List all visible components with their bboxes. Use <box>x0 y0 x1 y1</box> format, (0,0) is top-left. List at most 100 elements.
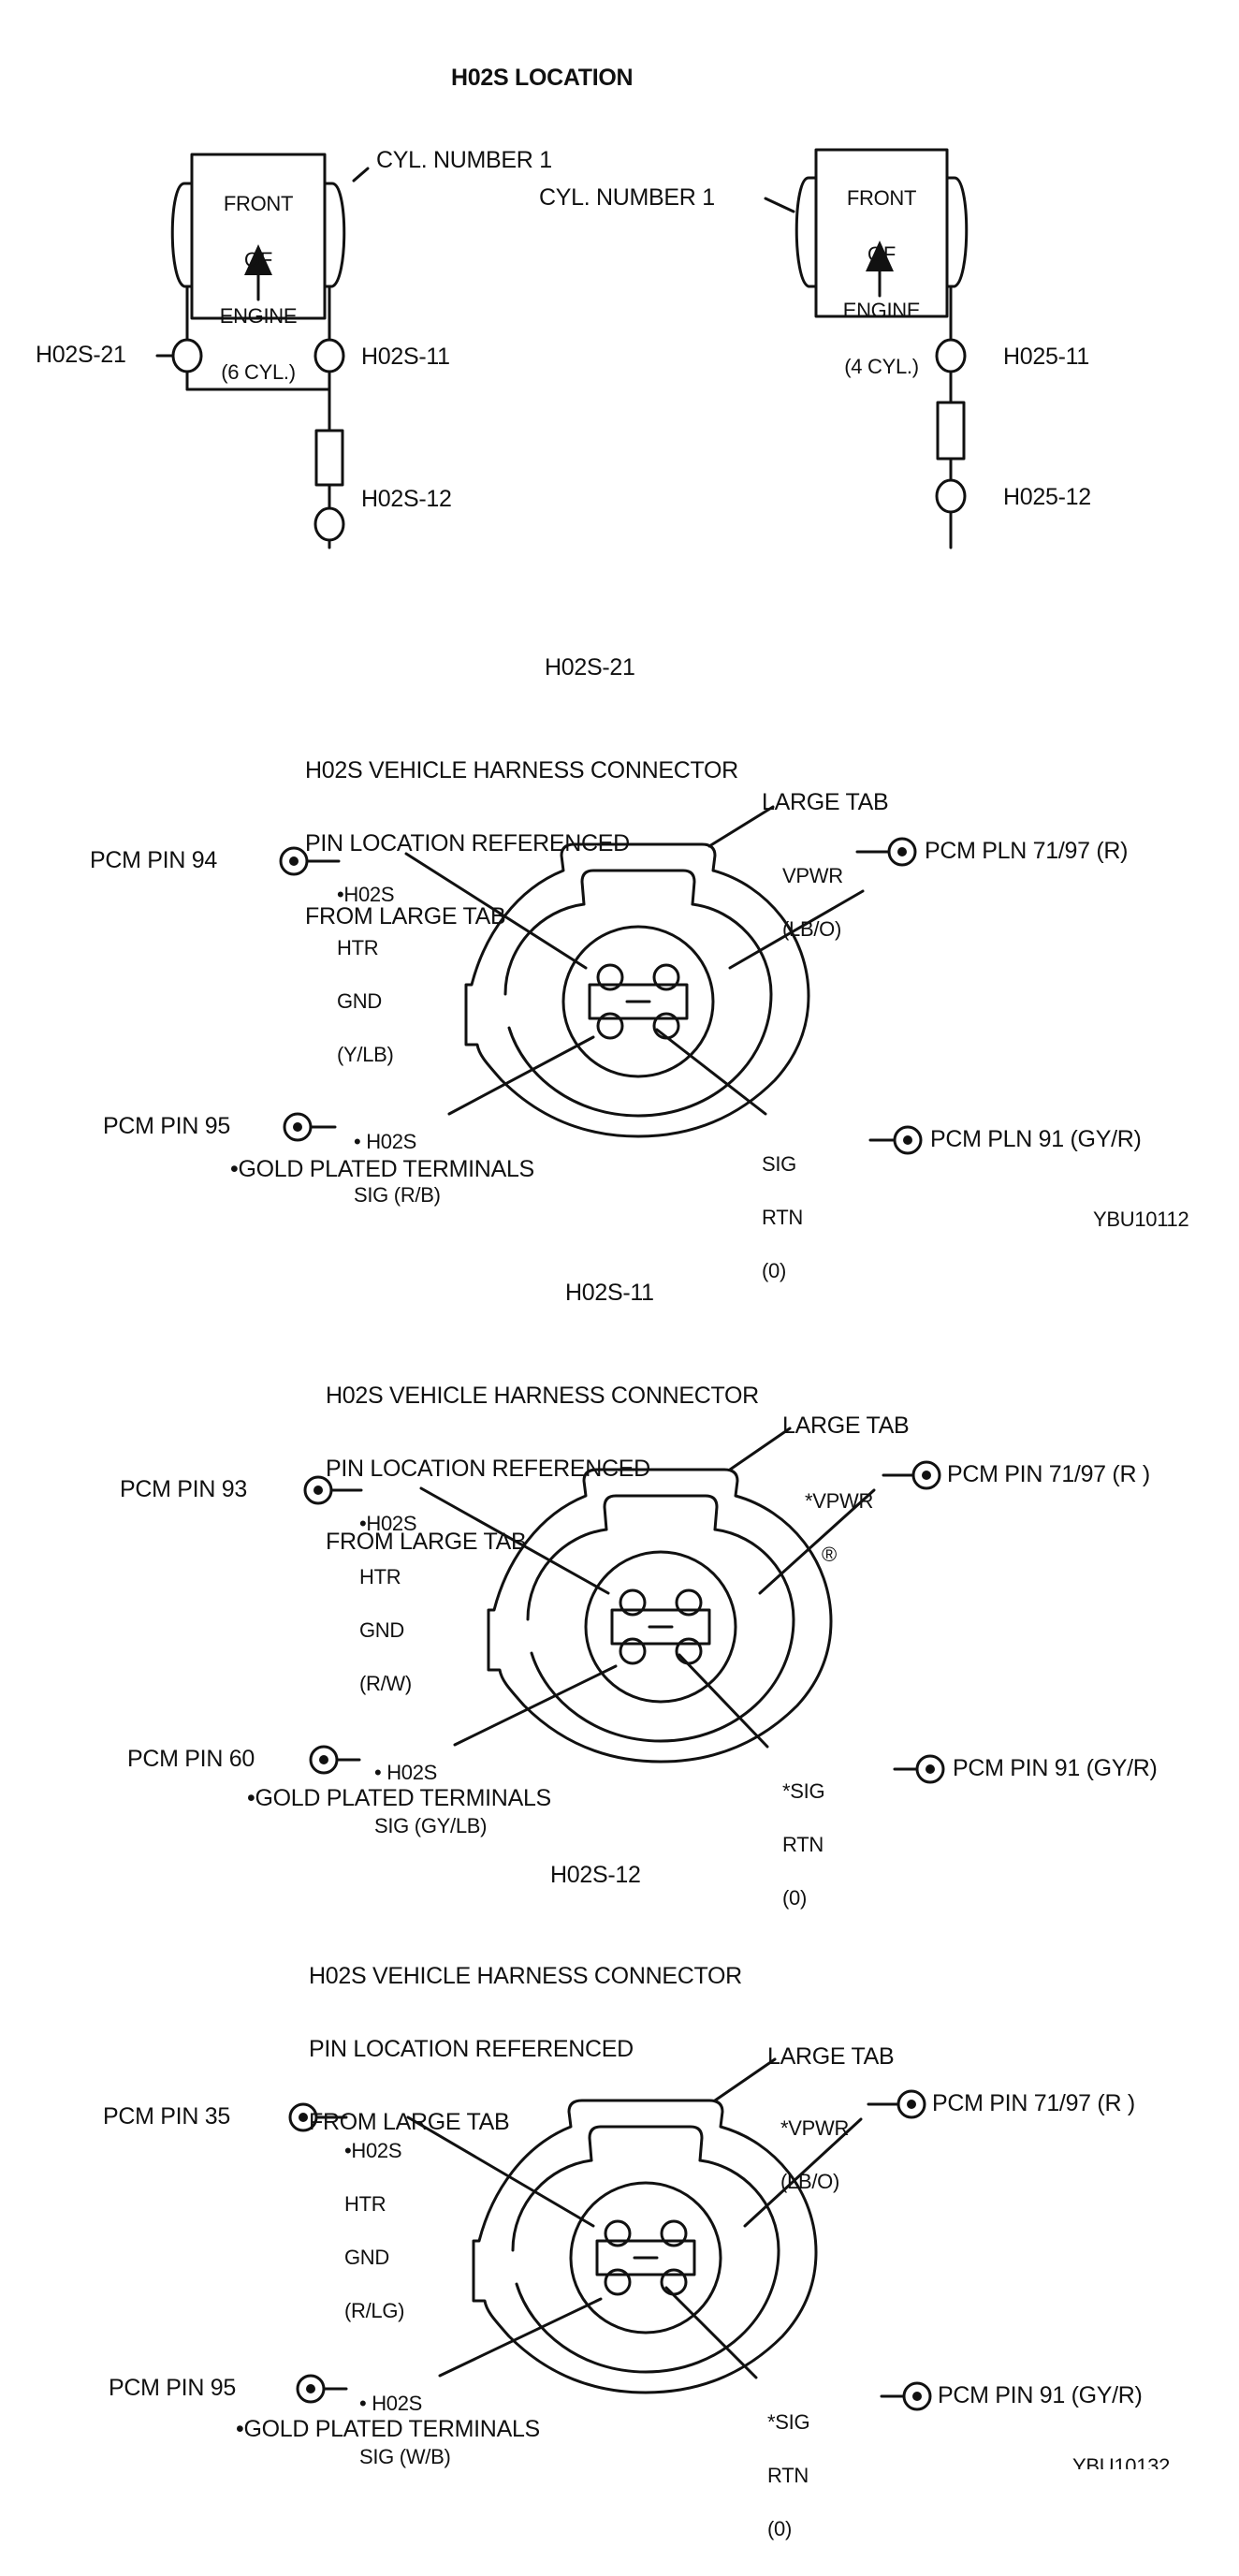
right-sensor-label-11: H025-11 <box>1003 344 1089 370</box>
connector-1-htr-label-line-4: (Y/LB) <box>337 1043 394 1066</box>
left-box-line-1: FRONT <box>223 192 294 215</box>
connector-1-rtn-pcm-pin: PCM PLN 91 (GY/R) <box>930 1126 1142 1152</box>
connector-3-htr-label-line-2: HTR <box>344 2192 386 2216</box>
connector-1-rtn-label: SIG RTN (0) <box>762 1120 803 1315</box>
connector-2-vpwr-label: *VPWR ® <box>805 1456 873 1599</box>
connector-1-header-line-2: PIN LOCATION REFERENCED <box>305 830 630 856</box>
connector-drawing-h02s-12 <box>288 2057 932 2411</box>
connector-3-large-tab-label: LARGE TAB <box>767 2043 895 2070</box>
connector-3-htr-label: •H02S HTR GND (R/LG) <box>344 2106 405 2355</box>
connector-3-htr-pcm-pin: PCM PIN 35 <box>103 2103 230 2130</box>
connector-3-header: H02S VEHICLE HARNESS CONNECTOR PIN LOCAT… <box>309 1915 742 2183</box>
right-box-line-2: OF <box>867 242 896 266</box>
left-cyl-label: CYL. NUMBER 1 <box>376 147 552 173</box>
location-right-engine-drawing <box>764 148 969 549</box>
connector-3-htr-label-line-3: GND <box>344 2246 389 2269</box>
right-sensor-label-12: H025-12 <box>1003 484 1091 510</box>
connector-3-figure-id: YBU10132 <box>1072 2454 1171 2469</box>
right-box-line-4: (4 CYL.) <box>844 355 919 378</box>
connector-1-rtn-label-line-1: SIG <box>762 1152 796 1176</box>
connector-3-rtn-label-line-2: RTN <box>767 2464 809 2487</box>
connector-1-sig-label: • H02S SIG (R/B) <box>354 1097 441 1239</box>
connector-1-header-line-1: H02S VEHICLE HARNESS CONNECTOR <box>305 757 738 783</box>
connector-2-rtn-label-line-2: RTN <box>782 1833 824 1856</box>
connector-2-sig-label: • H02S SIG (GY/LB) <box>374 1728 487 1870</box>
left-box-text: FRONT OF ENGINE (6 CYL.) <box>194 157 323 419</box>
connector-3-sig-label-line-1: • H02S <box>359 2392 423 2415</box>
connector-1-htr-label-line-2: HTR <box>337 936 379 959</box>
connector-2-vpwr-pcm-pin: PCM PIN 71/97 (R ) <box>947 1461 1150 1487</box>
connector-1-vpwr-pcm-pin: PCM PLN 71/97 (R) <box>925 838 1129 864</box>
connector-2-htr-label: •H02S HTR GND (R/W) <box>359 1479 417 1728</box>
connector-3-rtn-label: *SIG RTN (0) <box>767 2378 810 2573</box>
connector-3-header-line-3: FROM LARGE TAB <box>309 2109 510 2135</box>
connector-1-vpwr-label-line-1: VPWR <box>782 864 843 887</box>
left-sensor-label-11: H02S-11 <box>361 344 450 370</box>
connector-2-htr-label-line-1: •H02S <box>359 1512 417 1535</box>
connector-1-rtn-label-line-3: (0) <box>762 1259 786 1282</box>
connector-3-sensor-title: H02S-12 <box>550 1862 641 1888</box>
connector-3-htr-label-line-4: (R/LG) <box>344 2299 405 2322</box>
right-box-line-3: ENGINE <box>842 299 921 322</box>
connector-2-header-line-2: PIN LOCATION REFERENCED <box>326 1456 650 1482</box>
connector-2-vpwr-label-line-2: ® <box>822 1543 837 1566</box>
connector-2-sig-label-line-1: • H02S <box>374 1761 438 1784</box>
connector-2-sig-pcm-pin: PCM PIN 60 <box>127 1746 255 1772</box>
connector-3-header-line-2: PIN LOCATION REFERENCED <box>309 2036 634 2062</box>
connector-3-sig-label: • H02S SIG (W/B) <box>359 2359 451 2501</box>
connector-2-vpwr-label-line-1: *VPWR <box>805 1489 874 1513</box>
connector-3-htr-label-line-1: •H02S <box>344 2139 402 2162</box>
connector-2-htr-label-line-2: HTR <box>359 1565 401 1588</box>
connector-2-header-line-1: H02S VEHICLE HARNESS CONNECTOR <box>326 1383 759 1409</box>
right-box-line-1: FRONT <box>846 186 917 210</box>
diagram-line-art <box>155 148 969 2411</box>
connector-drawing-h02s-11 <box>303 1427 945 1784</box>
connector-2-htr-label-line-3: GND <box>359 1618 404 1642</box>
location-left-engine-drawing <box>155 153 370 549</box>
right-cyl-label: CYL. NUMBER 1 <box>539 184 715 211</box>
connector-drawing-h02s-21 <box>279 805 923 1155</box>
connector-1-header-line-3: FROM LARGE TAB <box>305 903 506 929</box>
connector-3-rtn-label-line-1: *SIG <box>767 2410 810 2434</box>
connector-2-sig-label-line-2: SIG (GY/LB) <box>374 1814 488 1837</box>
connector-1-sig-pcm-pin: PCM PIN 95 <box>103 1113 230 1139</box>
connector-2-sensor-title: H02S-11 <box>565 1280 654 1306</box>
connector-2-htr-pcm-pin: PCM PIN 93 <box>120 1476 247 1502</box>
connector-3-footnote: •GOLD PLATED TERMINALS <box>236 2416 540 2442</box>
connector-1-htr-label-line-1: •H02S <box>337 883 395 906</box>
diagram-page: H02S LOCATION FRONT OF ENGINE (6 CYL.) C… <box>36 65 1189 2539</box>
connector-1-large-tab-label: LARGE TAB <box>762 789 889 815</box>
left-sensor-label-12: H02S-12 <box>361 486 452 512</box>
connector-3-rtn-pcm-pin: PCM PIN 91 (GY/R) <box>938 2382 1143 2408</box>
connector-2-header-line-3: FROM LARGE TAB <box>326 1529 527 1555</box>
connector-3-vpwr-label: *VPWR (LB/O) <box>780 2084 849 2226</box>
connector-3-vpwr-label-line-1: *VPWR <box>780 2116 850 2140</box>
connector-2-large-tab-label: LARGE TAB <box>782 1412 910 1439</box>
connector-3-vpwr-pcm-pin: PCM PIN 71/97 (R ) <box>932 2090 1135 2116</box>
connector-3-sig-label-line-2: SIG (W/B) <box>359 2445 451 2468</box>
connector-2-footnote: •GOLD PLATED TERMINALS <box>247 1785 551 1811</box>
connector-1-footnote: •GOLD PLATED TERMINALS <box>230 1156 534 1182</box>
connector-2-htr-label-line-4: (R/W) <box>359 1672 412 1695</box>
connector-2-rtn-pcm-pin: PCM PIN 91 (GY/R) <box>953 1755 1158 1781</box>
left-sensor-label-21: H02S-21 <box>36 342 126 368</box>
connector-1-figure-id: YBU10112 <box>1093 1208 1189 1231</box>
connector-2-rtn-label-line-1: *SIG <box>782 1779 825 1803</box>
location-title: H02S LOCATION <box>451 65 634 91</box>
connector-1-htr-label-line-3: GND <box>337 989 382 1013</box>
right-box-text: FRONT OF ENGINE (4 CYL.) <box>818 152 945 414</box>
connector-1-header: H02S VEHICLE HARNESS CONNECTOR PIN LOCAT… <box>305 710 738 977</box>
left-box-line-3: ENGINE <box>219 304 298 328</box>
connector-3-sig-pcm-pin: PCM PIN 95 <box>109 2375 236 2401</box>
connector-1-htr-pcm-pin: PCM PIN 94 <box>90 847 217 873</box>
connector-2-header: H02S VEHICLE HARNESS CONNECTOR PIN LOCAT… <box>326 1335 759 1603</box>
connector-3-rtn-label-line-3: (0) <box>767 2517 792 2540</box>
connector-1-htr-label: •H02S HTR GND (Y/LB) <box>337 850 395 1099</box>
left-box-line-4: (6 CYL.) <box>221 360 296 384</box>
connector-3-header-line-1: H02S VEHICLE HARNESS CONNECTOR <box>309 1963 742 1989</box>
connector-1-sig-label-line-2: SIG (R/B) <box>354 1183 441 1207</box>
connector-2-rtn-label: *SIG RTN (0) <box>782 1747 825 1942</box>
connector-1-vpwr-label-line-2: (LB/O) <box>782 917 841 941</box>
connector-1-sensor-title: H02S-21 <box>545 654 635 681</box>
connector-3-vpwr-label-line-2: (LB/O) <box>780 2170 839 2193</box>
